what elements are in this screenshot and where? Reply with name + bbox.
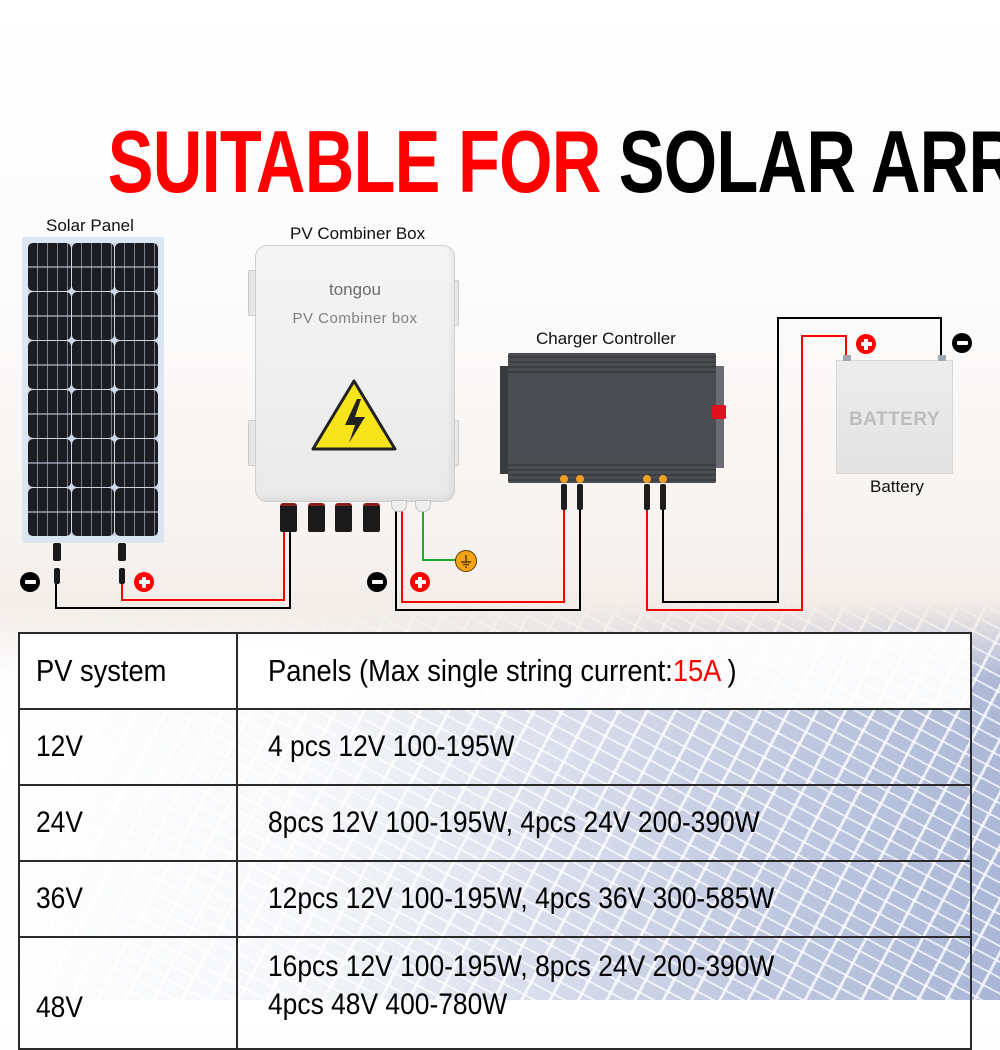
wire-positive-panel-to-combiner — [121, 530, 285, 601]
charger-controller — [508, 353, 716, 483]
controller-connector — [577, 484, 583, 510]
cell-panels: 12pcs 12V 100-195W, 4pcs 36V 300-585W — [236, 860, 972, 938]
solar-panel-cells — [28, 243, 158, 536]
positive-icon — [410, 572, 430, 592]
cell-panels: 4 pcs 12V 100-195W — [236, 708, 972, 786]
cell-system: 36V — [18, 860, 238, 938]
wire-positive-combiner-to-controller — [401, 508, 565, 603]
panel-negative-connector-top — [53, 543, 61, 561]
controller-battery-negative-terminal — [659, 475, 667, 483]
wire-negative-combiner-to-controller — [395, 508, 581, 611]
wire-negative-controller-to-battery — [662, 317, 942, 603]
mc4-input-connector — [335, 503, 352, 532]
negative-icon — [20, 572, 40, 592]
battery: BATTERY — [836, 355, 953, 474]
high-voltage-warning-icon — [311, 379, 397, 451]
combiner-box-label: PV Combiner Box — [290, 224, 426, 243]
charger-controller-label: Charger Controller — [536, 329, 676, 348]
table-row: 36V 12pcs 12V 100-195W, 4pcs 36V 300-585… — [18, 860, 972, 938]
cell-panels: 8pcs 12V 100-195W, 4pcs 24V 200-390W — [236, 784, 972, 862]
wire-negative-panel-to-combiner — [55, 530, 291, 609]
table-row: 12V 4 pcs 12V 100-195W — [18, 708, 972, 786]
cell-system: 12V — [18, 708, 238, 786]
controller-connector — [644, 484, 650, 510]
header-panels: Panels (Max single string current:15A ) — [236, 632, 972, 710]
cable-gland — [391, 500, 407, 512]
table-row: 24V 8pcs 12V 100-195W, 4pcs 24V 200-390W — [18, 784, 972, 862]
controller-pv-negative-terminal — [576, 475, 584, 483]
solar-panel-label: Solar Panel — [46, 216, 134, 235]
headline: SUITABLE FOR SOLAR ARRAY — [107, 112, 1000, 212]
cell-system: 24V — [18, 784, 238, 862]
table-header-row: PV system Panels (Max single string curr… — [18, 632, 972, 710]
header-pv-system: PV system — [18, 632, 238, 710]
positive-icon — [856, 334, 876, 354]
max-current-value: 15A — [672, 653, 720, 688]
panel-positive-connector-bottom — [119, 568, 125, 584]
mc4-input-connector — [363, 503, 380, 532]
pv-system-spec-table: PV system Panels (Max single string curr… — [18, 632, 972, 1050]
wiring-diagram — [55, 317, 942, 611]
headline-red-part: SUITABLE FOR — [107, 112, 601, 211]
controller-battery-positive-terminal — [643, 475, 651, 483]
brand-logo: tongou — [329, 280, 381, 299]
negative-icon — [367, 572, 387, 592]
combiner-device-text: PV Combiner box — [292, 310, 418, 327]
pv-combiner-box: tongou PV Combiner box — [255, 245, 455, 502]
battery-label: Battery — [870, 477, 924, 496]
mc4-input-connector — [280, 503, 297, 532]
panel-positive-connector-top — [118, 543, 126, 561]
mc4-input-connector — [308, 503, 325, 532]
wire-positive-controller-to-battery — [646, 335, 847, 611]
controller-connector — [660, 484, 666, 510]
controller-fuse-holder — [712, 405, 726, 419]
table-row: 48V 16pcs 12V 100-195W, 8pcs 24V 200-390… — [18, 936, 972, 1050]
solar-panel — [22, 237, 164, 543]
controller-pv-positive-terminal — [560, 475, 568, 483]
negative-icon — [952, 333, 972, 353]
headline-black-part: SOLAR ARRAY — [618, 112, 1000, 211]
battery-device-text: BATTERY — [848, 409, 941, 430]
positive-icon — [134, 572, 154, 592]
controller-connector — [561, 484, 567, 510]
cell-panels: 16pcs 12V 100-195W, 8pcs 24V 200-390W 4p… — [236, 936, 972, 1050]
ground-icon — [455, 550, 477, 572]
battery-negative-post — [938, 355, 946, 361]
controller-side-fin — [500, 366, 510, 474]
cable-gland — [415, 500, 431, 512]
cell-system: 48V — [18, 936, 238, 1050]
battery-positive-post — [843, 355, 851, 361]
wire-ground — [422, 508, 456, 561]
panel-negative-connector-bottom — [54, 568, 60, 584]
